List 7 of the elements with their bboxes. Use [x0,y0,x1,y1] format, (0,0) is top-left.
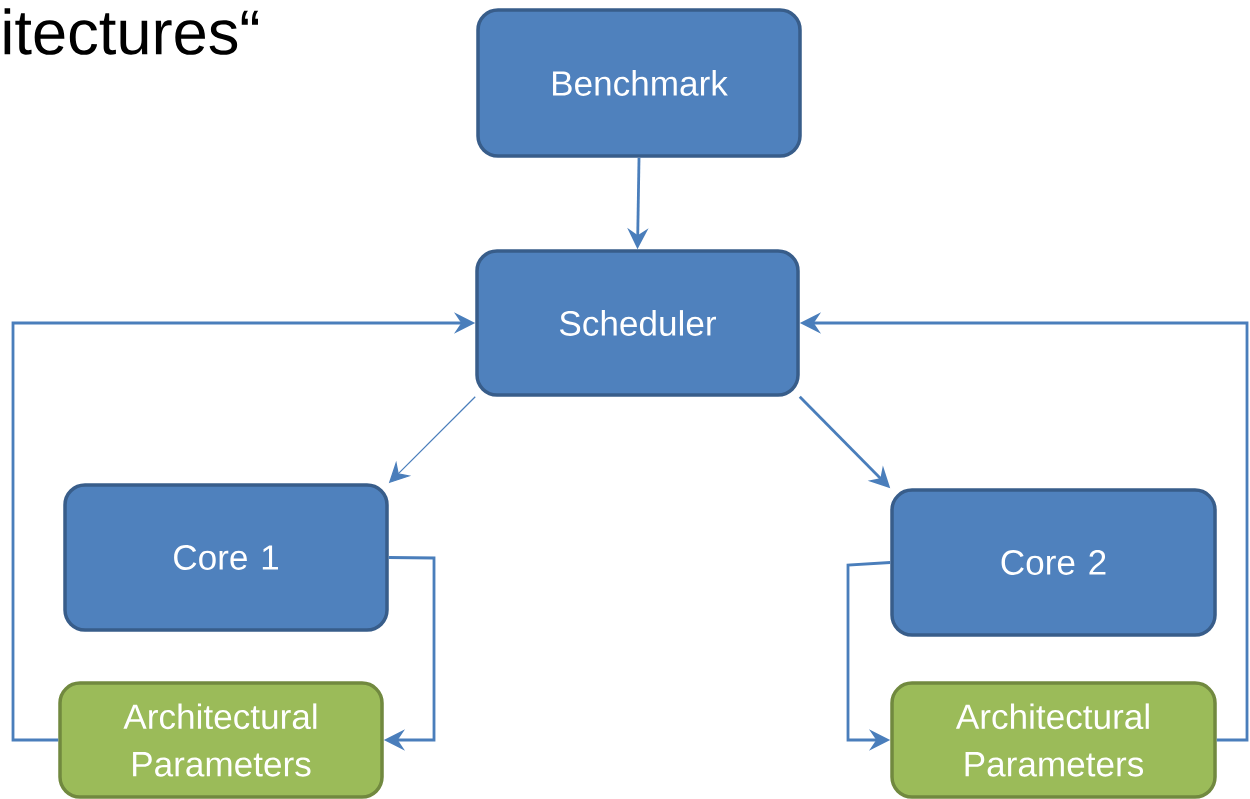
parameter-box: Architectural Parameters [890,681,1217,799]
process-box: Benchmark [476,8,802,158]
process-box: Scheduler [475,249,800,397]
title-text: itectures“ [4,8,259,55]
process-box: Core 2 [890,488,1217,637]
parameter-box: Architectural Parameters [58,681,384,799]
process-box: Core 1 [63,483,389,632]
